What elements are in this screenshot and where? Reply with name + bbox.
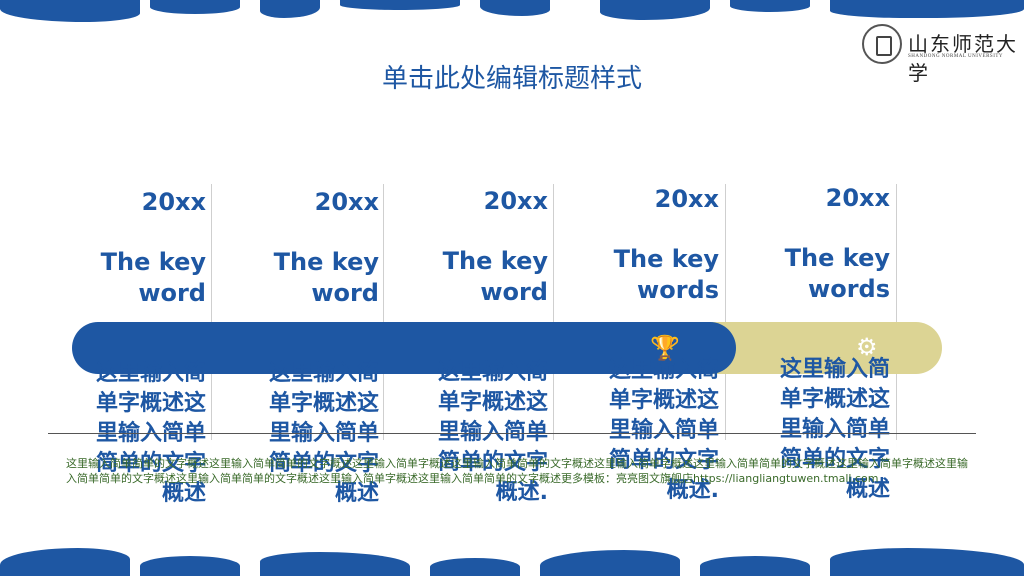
gear-icon: ⚙: [856, 333, 878, 361]
timeline-description: 这里输入简单字概述这里输入简单简单的文字概述: [96, 361, 207, 506]
logo-chinese-name: 山东师范大学: [908, 32, 1018, 85]
timeline-keyword: The keywords: [613, 245, 719, 304]
timeline-item[interactable]: 20xx The keyword 这里输入简单字概述这里输入简单简单的文字概述: [86, 187, 206, 506]
timeline-item[interactable]: 20xx The keywords 这里输入简单字概述这里输入简单简单的文字概述…: [599, 184, 719, 503]
brush-bottom-3: [260, 552, 410, 576]
timeline-progress: [72, 322, 736, 374]
brush-top-1: [0, 0, 140, 22]
brush-bottom-4: [430, 558, 520, 576]
timeline-year: 20xx: [141, 188, 206, 216]
trophy-icon: 🏆: [650, 334, 680, 362]
column-divider: [896, 184, 897, 440]
timeline-keyword: The keyword: [100, 248, 206, 307]
brush-top-8: [830, 0, 1024, 18]
timeline-year: 20xx: [825, 184, 890, 212]
brush-top-3: [260, 0, 320, 18]
timeline-year: 20xx: [483, 187, 548, 215]
timeline-item[interactable]: 20xx The keyword 这里输入简单字概述这里输入简单简单的文字概述: [259, 187, 379, 506]
university-logo: 山东师范大学 SHANDONG NORMAL UNIVERSITY: [862, 24, 1022, 85]
timeline-year: 20xx: [654, 185, 719, 213]
timeline-item[interactable]: 20xx The keyword 这里输入简单字概述这里输入简单简单的文字概述.: [428, 186, 548, 505]
column-divider: [211, 184, 212, 440]
column-divider: [383, 184, 384, 440]
brush-bottom-7: [830, 548, 1024, 576]
timeline-keyword: The keyword: [273, 248, 379, 307]
brush-top-5: [480, 0, 550, 16]
brush-bottom-1: [0, 548, 130, 576]
brush-bottom-2: [140, 556, 240, 576]
logo-english-name: SHANDONG NORMAL UNIVERSITY: [908, 54, 1004, 59]
column-divider: [725, 184, 726, 440]
brush-top-2: [150, 0, 240, 14]
university-seal-icon: [862, 24, 902, 64]
timeline-year: 20xx: [314, 188, 379, 216]
footer-description[interactable]: 这里输入简单简单的文字概述这里输入简单简单的文字概述这里输入简单字概述这里输入简…: [66, 457, 968, 485]
brush-top-6: [600, 0, 710, 20]
timeline-item[interactable]: 20xx The keywords 这里输入简单字概述这里输入简单简单的文字概述: [770, 183, 890, 502]
page-title[interactable]: 单击此处编辑标题样式: [381, 64, 642, 94]
timeline-description: 这里输入简单字概述这里输入简单简单的文字概述.: [438, 360, 549, 505]
brush-bottom-5: [540, 550, 680, 576]
brush-top-4: [340, 0, 460, 10]
timeline-description: 这里输入简单字概述这里输入简单简单的文字概述.: [609, 358, 720, 503]
footer-divider: [48, 433, 976, 434]
timeline-description: 这里输入简单字概述这里输入简单简单的文字概述: [269, 361, 380, 506]
column-divider: [553, 184, 554, 440]
timeline-keyword: The keyword: [442, 247, 548, 306]
timeline-keyword: The keywords: [784, 244, 890, 303]
brush-top-7: [730, 0, 810, 12]
timeline-description: 这里输入简单字概述这里输入简单简单的文字概述: [780, 357, 891, 502]
brush-bottom-6: [700, 556, 810, 576]
